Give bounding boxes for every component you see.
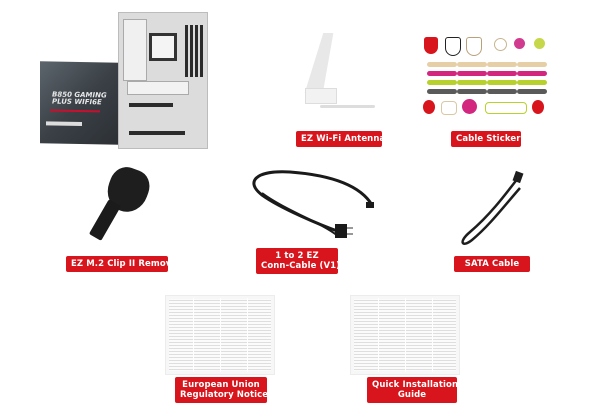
dragon-mascot-sticker xyxy=(423,100,435,114)
round-sticker-green xyxy=(534,38,545,49)
vrm-heatsink xyxy=(123,19,147,81)
wifi-antenna-label: EZ Wi-Fi Antenna xyxy=(296,131,385,147)
banner-sticker-green xyxy=(485,102,527,114)
document-fold xyxy=(193,298,194,372)
round-sticker-pink xyxy=(514,38,525,49)
cable-tag-sticker xyxy=(427,80,457,85)
dragon-mascot-sticker xyxy=(532,100,544,114)
antenna-cable xyxy=(320,105,375,108)
quick-guide-document-image xyxy=(350,295,460,375)
cable-tag-sticker xyxy=(427,89,457,94)
ez-conn-cable-label: 1 to 2 EZ Conn-Cable (V1) xyxy=(256,248,340,274)
eu-notice-document-image xyxy=(165,295,275,375)
quick-guide-label: Quick Installation Guide xyxy=(367,377,458,403)
cable-tag-sticker xyxy=(457,80,487,85)
pcie-slot xyxy=(129,103,173,107)
document-fold xyxy=(220,298,221,372)
cable-tag-sticker xyxy=(487,89,517,94)
ram-slot xyxy=(195,25,198,77)
document-fold xyxy=(247,298,248,372)
cable-tag-sticker xyxy=(427,71,457,76)
document-fold xyxy=(378,298,379,372)
cable-tag-sticker xyxy=(427,62,457,67)
cable-tag-sticker xyxy=(487,62,517,67)
ram-slot xyxy=(200,25,203,77)
ram-slot xyxy=(185,25,188,77)
ram-slot xyxy=(190,25,193,77)
pcie-shield xyxy=(127,81,189,95)
msi-shield-sticker-red xyxy=(424,37,438,54)
cable-tag-sticker xyxy=(517,62,547,67)
antenna-base xyxy=(305,88,337,104)
m2-clip-remover-label: EZ M.2 Clip II Remover xyxy=(66,256,181,272)
cable-tag-sticker xyxy=(517,89,547,94)
msi-shield-sticker-gold xyxy=(466,37,482,56)
triangle-sticker xyxy=(441,101,457,115)
cable-tag-sticker xyxy=(487,80,517,85)
cable-tag-sticker xyxy=(457,89,487,94)
cable-tag-sticker xyxy=(457,62,487,67)
document-fold xyxy=(432,298,433,372)
cable-sticker-label: Cable Sticker xyxy=(451,131,521,147)
msi-shield-sticker-black xyxy=(445,37,461,56)
sata-cable-label: SATA Cable xyxy=(454,256,530,272)
document-fold xyxy=(405,298,406,372)
motherboard-image xyxy=(118,12,208,149)
round-sticker-pink-large xyxy=(462,99,477,114)
cpu-socket xyxy=(149,33,177,61)
eu-notice-label: European Union Regulatory Notice xyxy=(175,377,268,403)
cable-tag-sticker xyxy=(457,71,487,76)
triangle-sticker xyxy=(494,38,507,51)
cable-tag-sticker xyxy=(517,80,547,85)
cable-tag-sticker xyxy=(487,71,517,76)
cable-tag-sticker xyxy=(517,71,547,76)
pcie-slot xyxy=(129,131,185,135)
